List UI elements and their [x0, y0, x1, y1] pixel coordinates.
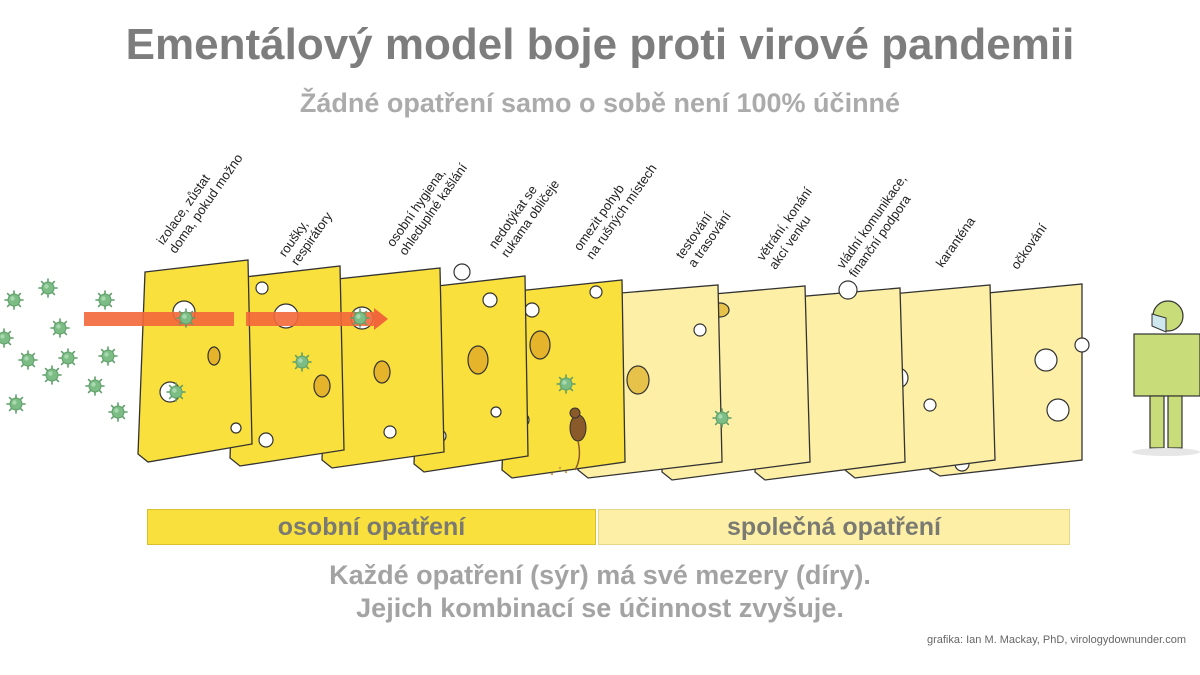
- virus-icon: [350, 308, 370, 328]
- caption-line-1: Každé opatření (sýr) má své mezery (díry…: [329, 560, 871, 590]
- virus-icon: [176, 308, 196, 328]
- image-credit: grafika: Ian M. Mackay, PhD, virologydow…: [926, 634, 1186, 646]
- caption-line-2: Jejich kombinací se účinnost zvyšuje.: [356, 593, 844, 623]
- page-title: Ementálový model boje proti virové pande…: [125, 20, 1075, 69]
- virus-icon: [38, 278, 58, 298]
- person-icon: [1132, 300, 1200, 456]
- virus-icon: [108, 402, 128, 422]
- virus-icon: [292, 352, 312, 372]
- virus-icon: [18, 350, 38, 370]
- virus-icon: [166, 382, 186, 402]
- virus-path-arrow: [84, 308, 388, 330]
- virus-icon: [98, 346, 118, 366]
- virus-icon: [712, 408, 732, 428]
- virus-icon: [42, 365, 62, 385]
- virus-icon: [0, 328, 14, 348]
- virus-icon: [95, 290, 115, 310]
- virus-cloud: [0, 278, 128, 422]
- social-measures-band: společná opatření: [598, 509, 1070, 545]
- virus-icon: [6, 394, 26, 414]
- virus-icon: [50, 318, 70, 338]
- virus-icon: [4, 290, 24, 310]
- virus-icon: [85, 376, 105, 396]
- cheese-slice-isolation: [137, 259, 253, 463]
- virus-icon: [58, 348, 78, 368]
- personal-measures-band: osobní opatření: [147, 509, 596, 545]
- mouse-icon: [550, 407, 587, 476]
- virus-icon: [556, 374, 576, 394]
- page-subtitle: Žádné opatření samo o sobě není 100% úči…: [299, 88, 901, 118]
